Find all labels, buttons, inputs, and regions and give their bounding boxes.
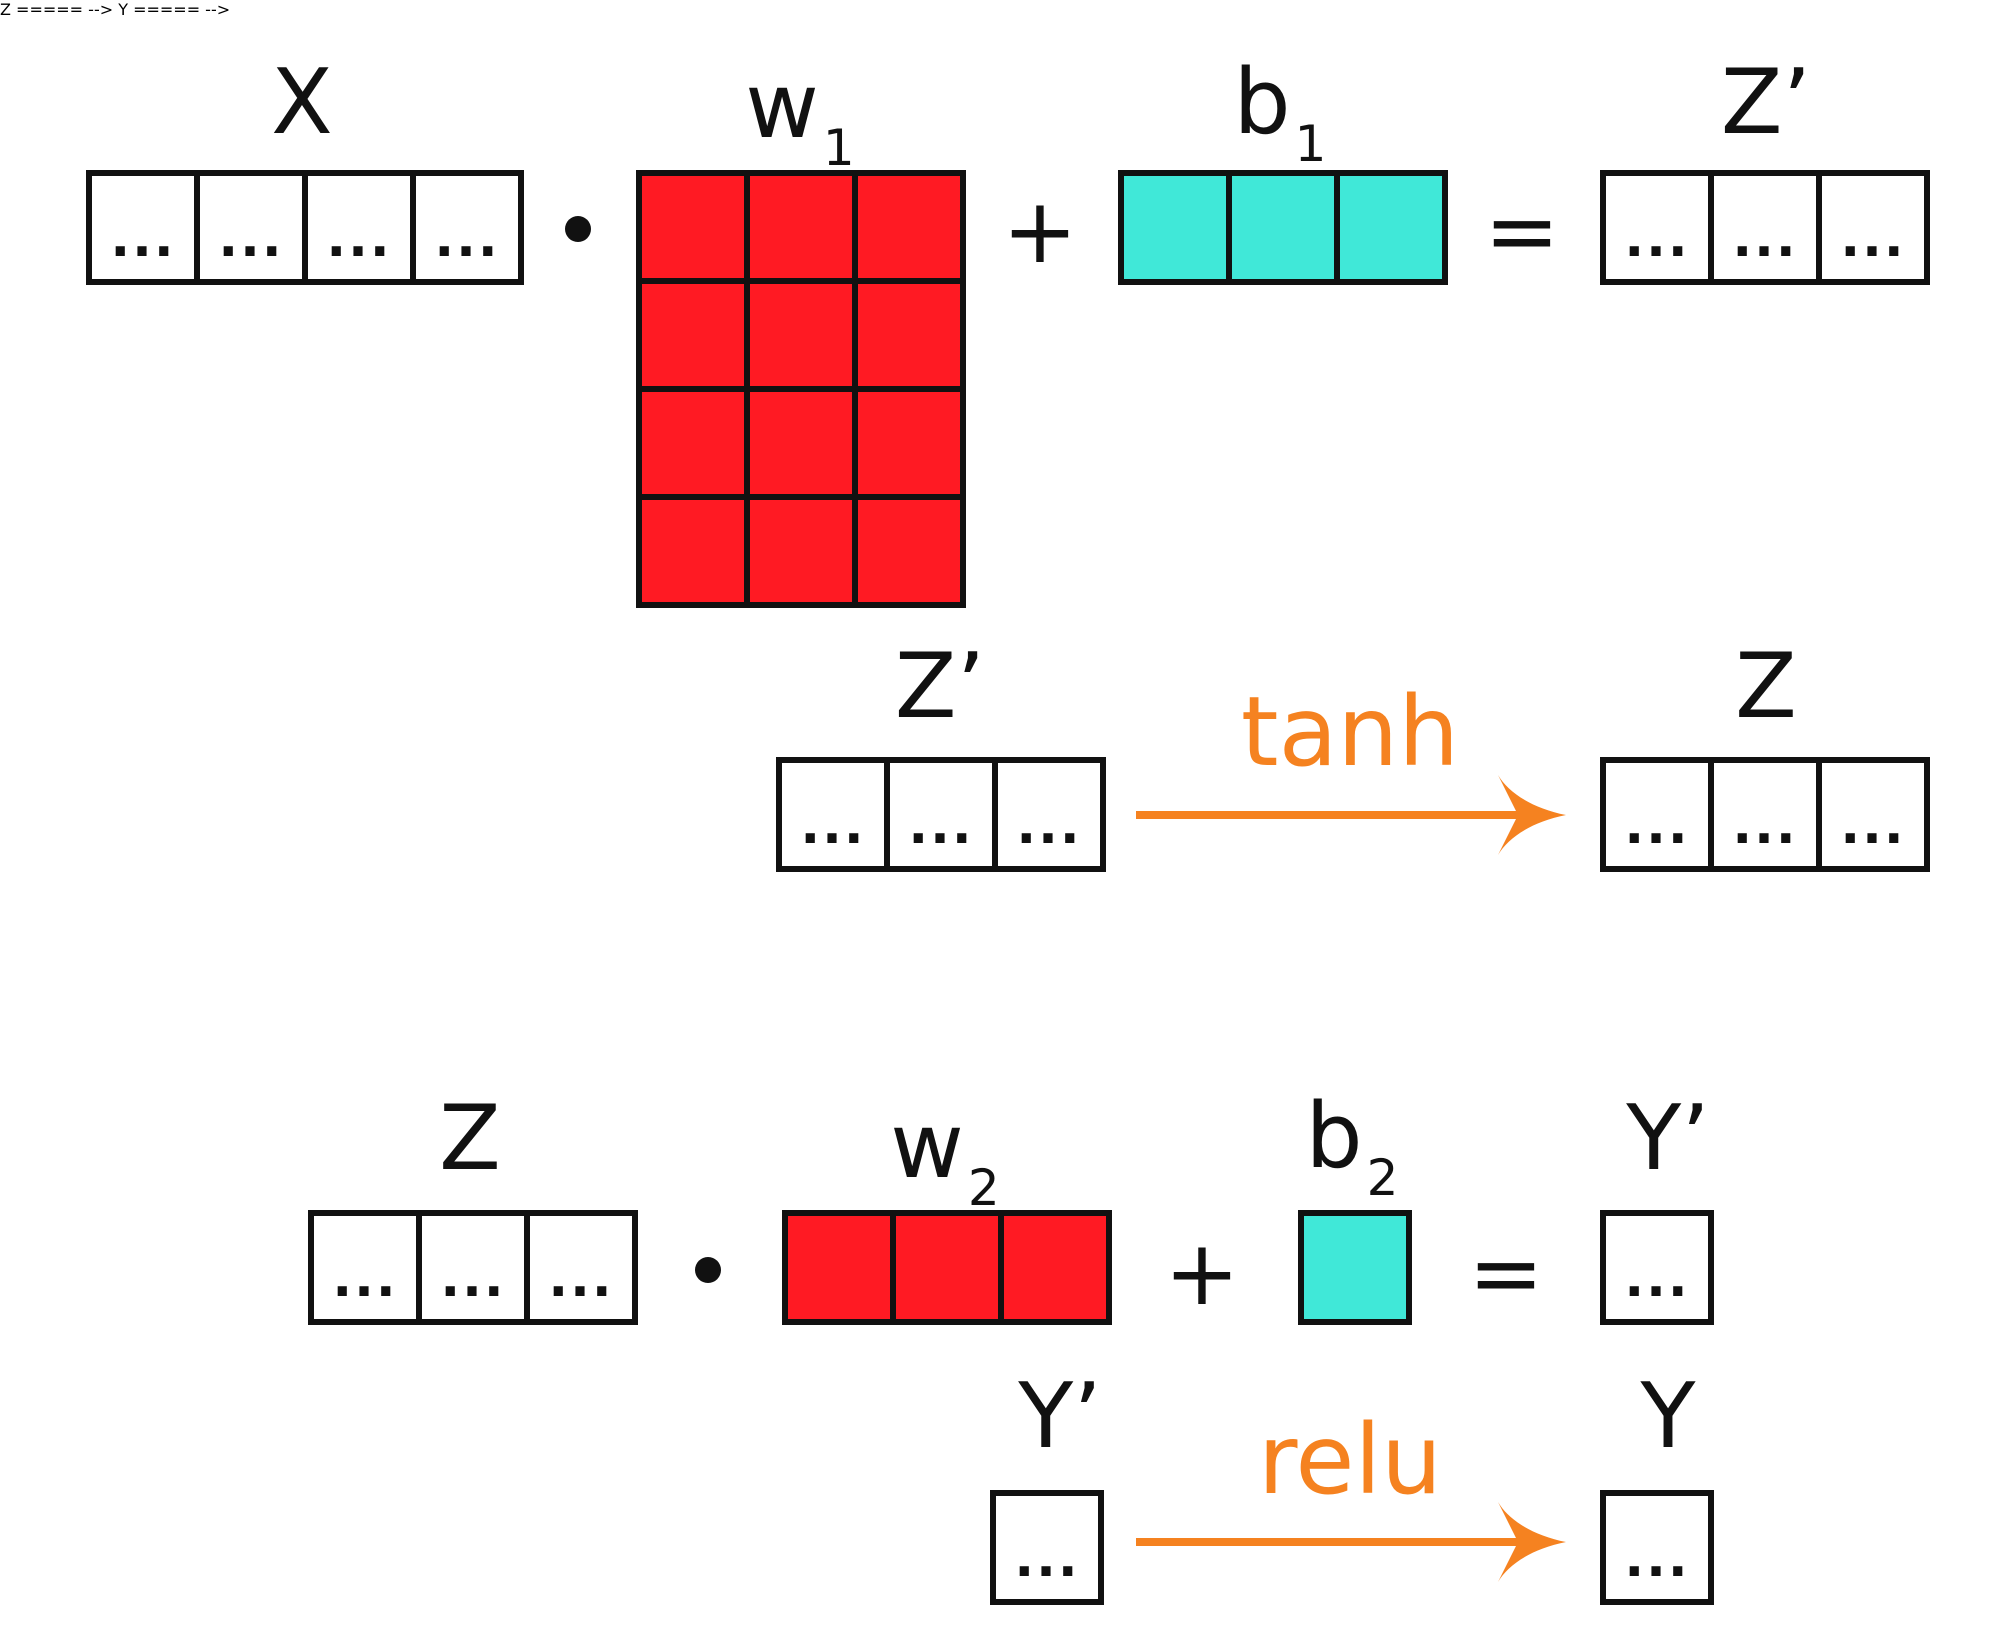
y-prime-vector: ... [1600, 1210, 1714, 1325]
dot-product-symbol [695, 1257, 721, 1283]
relu-arrow [1136, 1502, 1566, 1582]
w1-cell [642, 284, 744, 386]
w2-cell [998, 1216, 1106, 1319]
w1-cell [750, 500, 852, 602]
w1-cell [642, 392, 744, 494]
w1-cell [750, 176, 852, 278]
z-label: Z [1735, 634, 1797, 739]
z-cell: ... [1816, 763, 1924, 866]
b2-cell [1304, 1216, 1406, 1319]
w1-cell [858, 176, 960, 278]
b1-cell [1226, 176, 1334, 279]
z-prime-cell: ... [1708, 176, 1816, 279]
x-cell: ... [410, 176, 518, 279]
y-label: Y [1640, 1364, 1696, 1469]
dot-product-symbol [565, 216, 591, 242]
w1-cell [642, 500, 744, 602]
y-cell: ... [1624, 1529, 1690, 1589]
z-vector: ... ... ... [1600, 757, 1930, 872]
z-prime-label: Z’ [1720, 50, 1812, 155]
y-vector: ... [1600, 1490, 1714, 1605]
z-prime-cell: ... [992, 763, 1100, 866]
b1-vector [1118, 170, 1448, 285]
plus-symbol: + [1164, 1221, 1240, 1326]
equals-symbol: = [1484, 179, 1560, 284]
x-cell: ... [194, 176, 302, 279]
w1-cell [750, 284, 852, 386]
equals-symbol: = [1468, 1221, 1544, 1326]
z-prime-cell: ... [1624, 209, 1690, 269]
w1-matrix [636, 170, 966, 608]
z-prime-cell: ... [800, 796, 866, 856]
w1-label: w1 [745, 54, 855, 177]
y-prime-input-label: Y’ [1018, 1364, 1102, 1469]
w2-cell [788, 1216, 890, 1319]
w2-label: w2 [890, 1094, 1000, 1217]
relu-label: relu [1258, 1404, 1442, 1516]
w2-cell [890, 1216, 998, 1319]
plus-symbol: + [1002, 179, 1078, 284]
w1-cell [858, 284, 960, 386]
w2-vector [782, 1210, 1112, 1325]
tanh-label: tanh [1240, 676, 1460, 788]
b2-vector [1298, 1210, 1412, 1325]
w1-cell [642, 176, 744, 278]
z-input-vector: ... ... ... [308, 1210, 638, 1325]
z-prime-cell: ... [1816, 176, 1924, 279]
w1-cell [750, 392, 852, 494]
z-cell: ... [1624, 796, 1690, 856]
z-prime-cell: ... [884, 763, 992, 866]
z-input-label: Z [439, 1086, 501, 1191]
b1-cell [1124, 176, 1226, 279]
x-cell: ... [302, 176, 410, 279]
b1-label: b1 [1233, 50, 1327, 173]
x-vector: ... ... ... ... [86, 170, 524, 285]
z-cell: ... [1708, 763, 1816, 866]
z-prime-input-vector: ... ... ... [776, 757, 1106, 872]
tanh-arrow [1136, 775, 1566, 855]
z-cell: ... [332, 1249, 398, 1309]
y-prime-cell: ... [1624, 1249, 1690, 1309]
b1-cell [1334, 176, 1442, 279]
z-prime-vector: ... ... ... [1600, 170, 1930, 285]
z-cell: ... [416, 1216, 524, 1319]
x-cell: ... [110, 209, 176, 269]
y-prime-cell: ... [1014, 1529, 1080, 1589]
w1-cell [858, 500, 960, 602]
y-prime-input-vector: ... [990, 1490, 1104, 1605]
w1-cell [858, 392, 960, 494]
y-prime-label: Y’ [1626, 1086, 1710, 1191]
b2-label: b2 [1305, 1084, 1399, 1207]
x-label: X [271, 50, 333, 155]
z-cell: ... [524, 1216, 632, 1319]
z-prime-input-label: Z’ [894, 634, 986, 739]
